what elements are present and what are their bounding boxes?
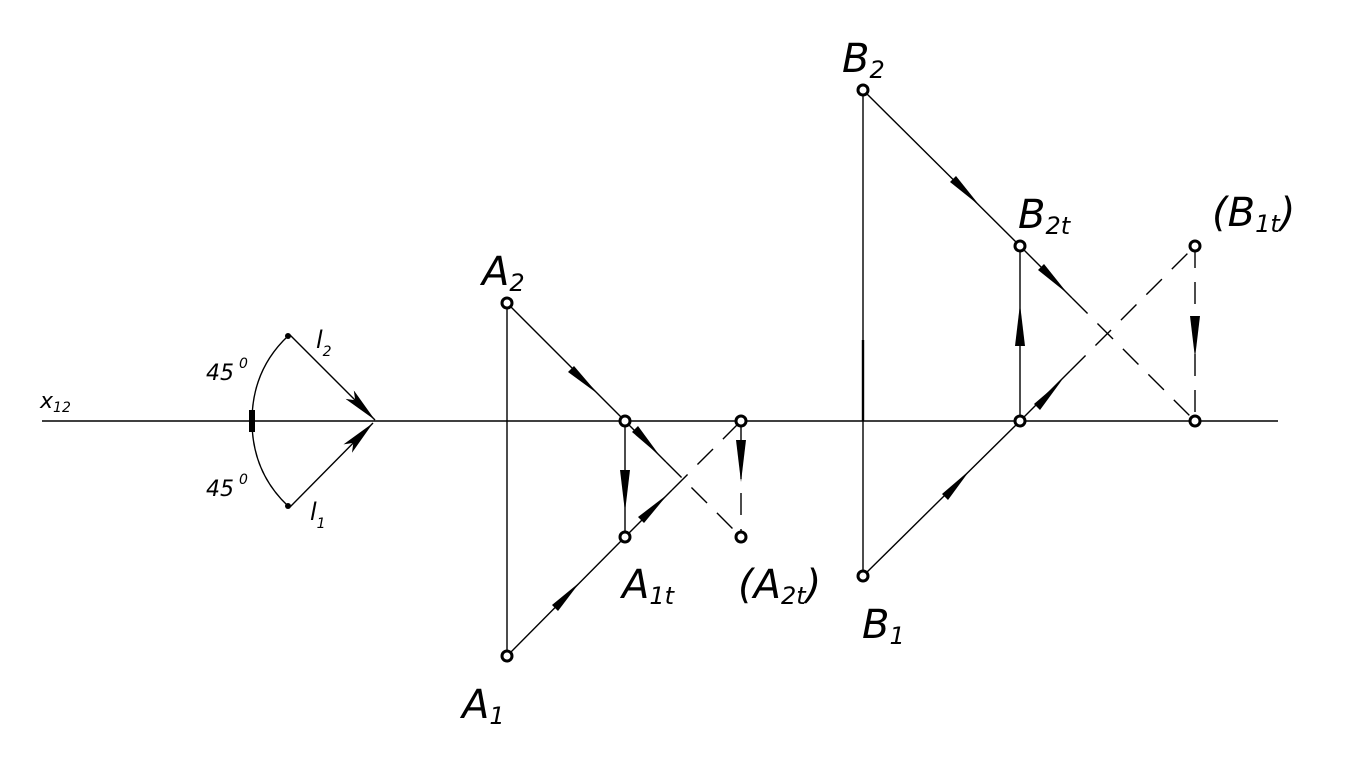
point-b-axis xyxy=(1013,414,1027,428)
point-b1t-axis xyxy=(1188,414,1202,428)
label-a1: A1 xyxy=(459,682,505,730)
b1-projection-line xyxy=(862,420,1021,577)
a2-arrowhead xyxy=(568,366,598,394)
x12-axis-label: x12 xyxy=(39,389,71,416)
point-b1 xyxy=(856,569,870,583)
a1t-down-arrowhead xyxy=(620,470,630,512)
b1t-dashed-line xyxy=(1069,245,1196,372)
axis-tick-mark xyxy=(249,410,255,432)
a1-arrowhead xyxy=(552,582,580,611)
b2-projection-line xyxy=(862,89,1021,247)
label-b2t: B2t xyxy=(1018,192,1072,240)
a2t-down-arrowhead xyxy=(736,440,746,482)
b1-arrowhead xyxy=(942,470,970,500)
b1-arrowhead-2 xyxy=(1034,380,1062,410)
label-a2: A2 xyxy=(479,249,525,297)
label-a1t: A1t xyxy=(619,562,676,610)
angle-arc-upper xyxy=(251,335,289,422)
label-b1: B1 xyxy=(862,602,905,650)
b2-arrowhead-2 xyxy=(1038,264,1068,294)
angle-arc-lower xyxy=(251,420,289,507)
point-a1t xyxy=(618,530,632,544)
l1-label: l1 xyxy=(310,498,326,532)
point-a2 xyxy=(500,296,514,310)
a2t-dashed-line xyxy=(665,461,742,538)
b1t-down-arrowhead xyxy=(1190,316,1200,358)
label-b2: B2 xyxy=(842,36,885,84)
a2-projection-line xyxy=(506,302,626,422)
point-b2t xyxy=(1013,239,1027,253)
point-a-axis xyxy=(618,414,632,428)
l1-direction-line xyxy=(289,422,374,508)
l2-direction-line xyxy=(289,334,376,421)
point-a2t-axis xyxy=(734,414,748,428)
arc-end-upper xyxy=(285,333,291,339)
a2-continuation-line xyxy=(624,420,667,463)
arc-end-lower xyxy=(285,503,291,509)
label-a2t: (A2t) xyxy=(738,562,821,610)
a1-continuation-line xyxy=(624,489,673,538)
point-b2 xyxy=(856,83,870,97)
b2-arrowhead xyxy=(950,176,980,206)
point-b1t xyxy=(1188,239,1202,253)
point-a2t xyxy=(734,530,748,544)
l2-label: l2 xyxy=(316,326,332,360)
label-b1t: (B1t) xyxy=(1212,190,1295,238)
b2t-up-arrowhead xyxy=(1015,304,1025,346)
point-a1 xyxy=(500,649,514,663)
a1t-dashed-line xyxy=(671,420,742,491)
b2t-dashed-line xyxy=(1071,297,1196,422)
